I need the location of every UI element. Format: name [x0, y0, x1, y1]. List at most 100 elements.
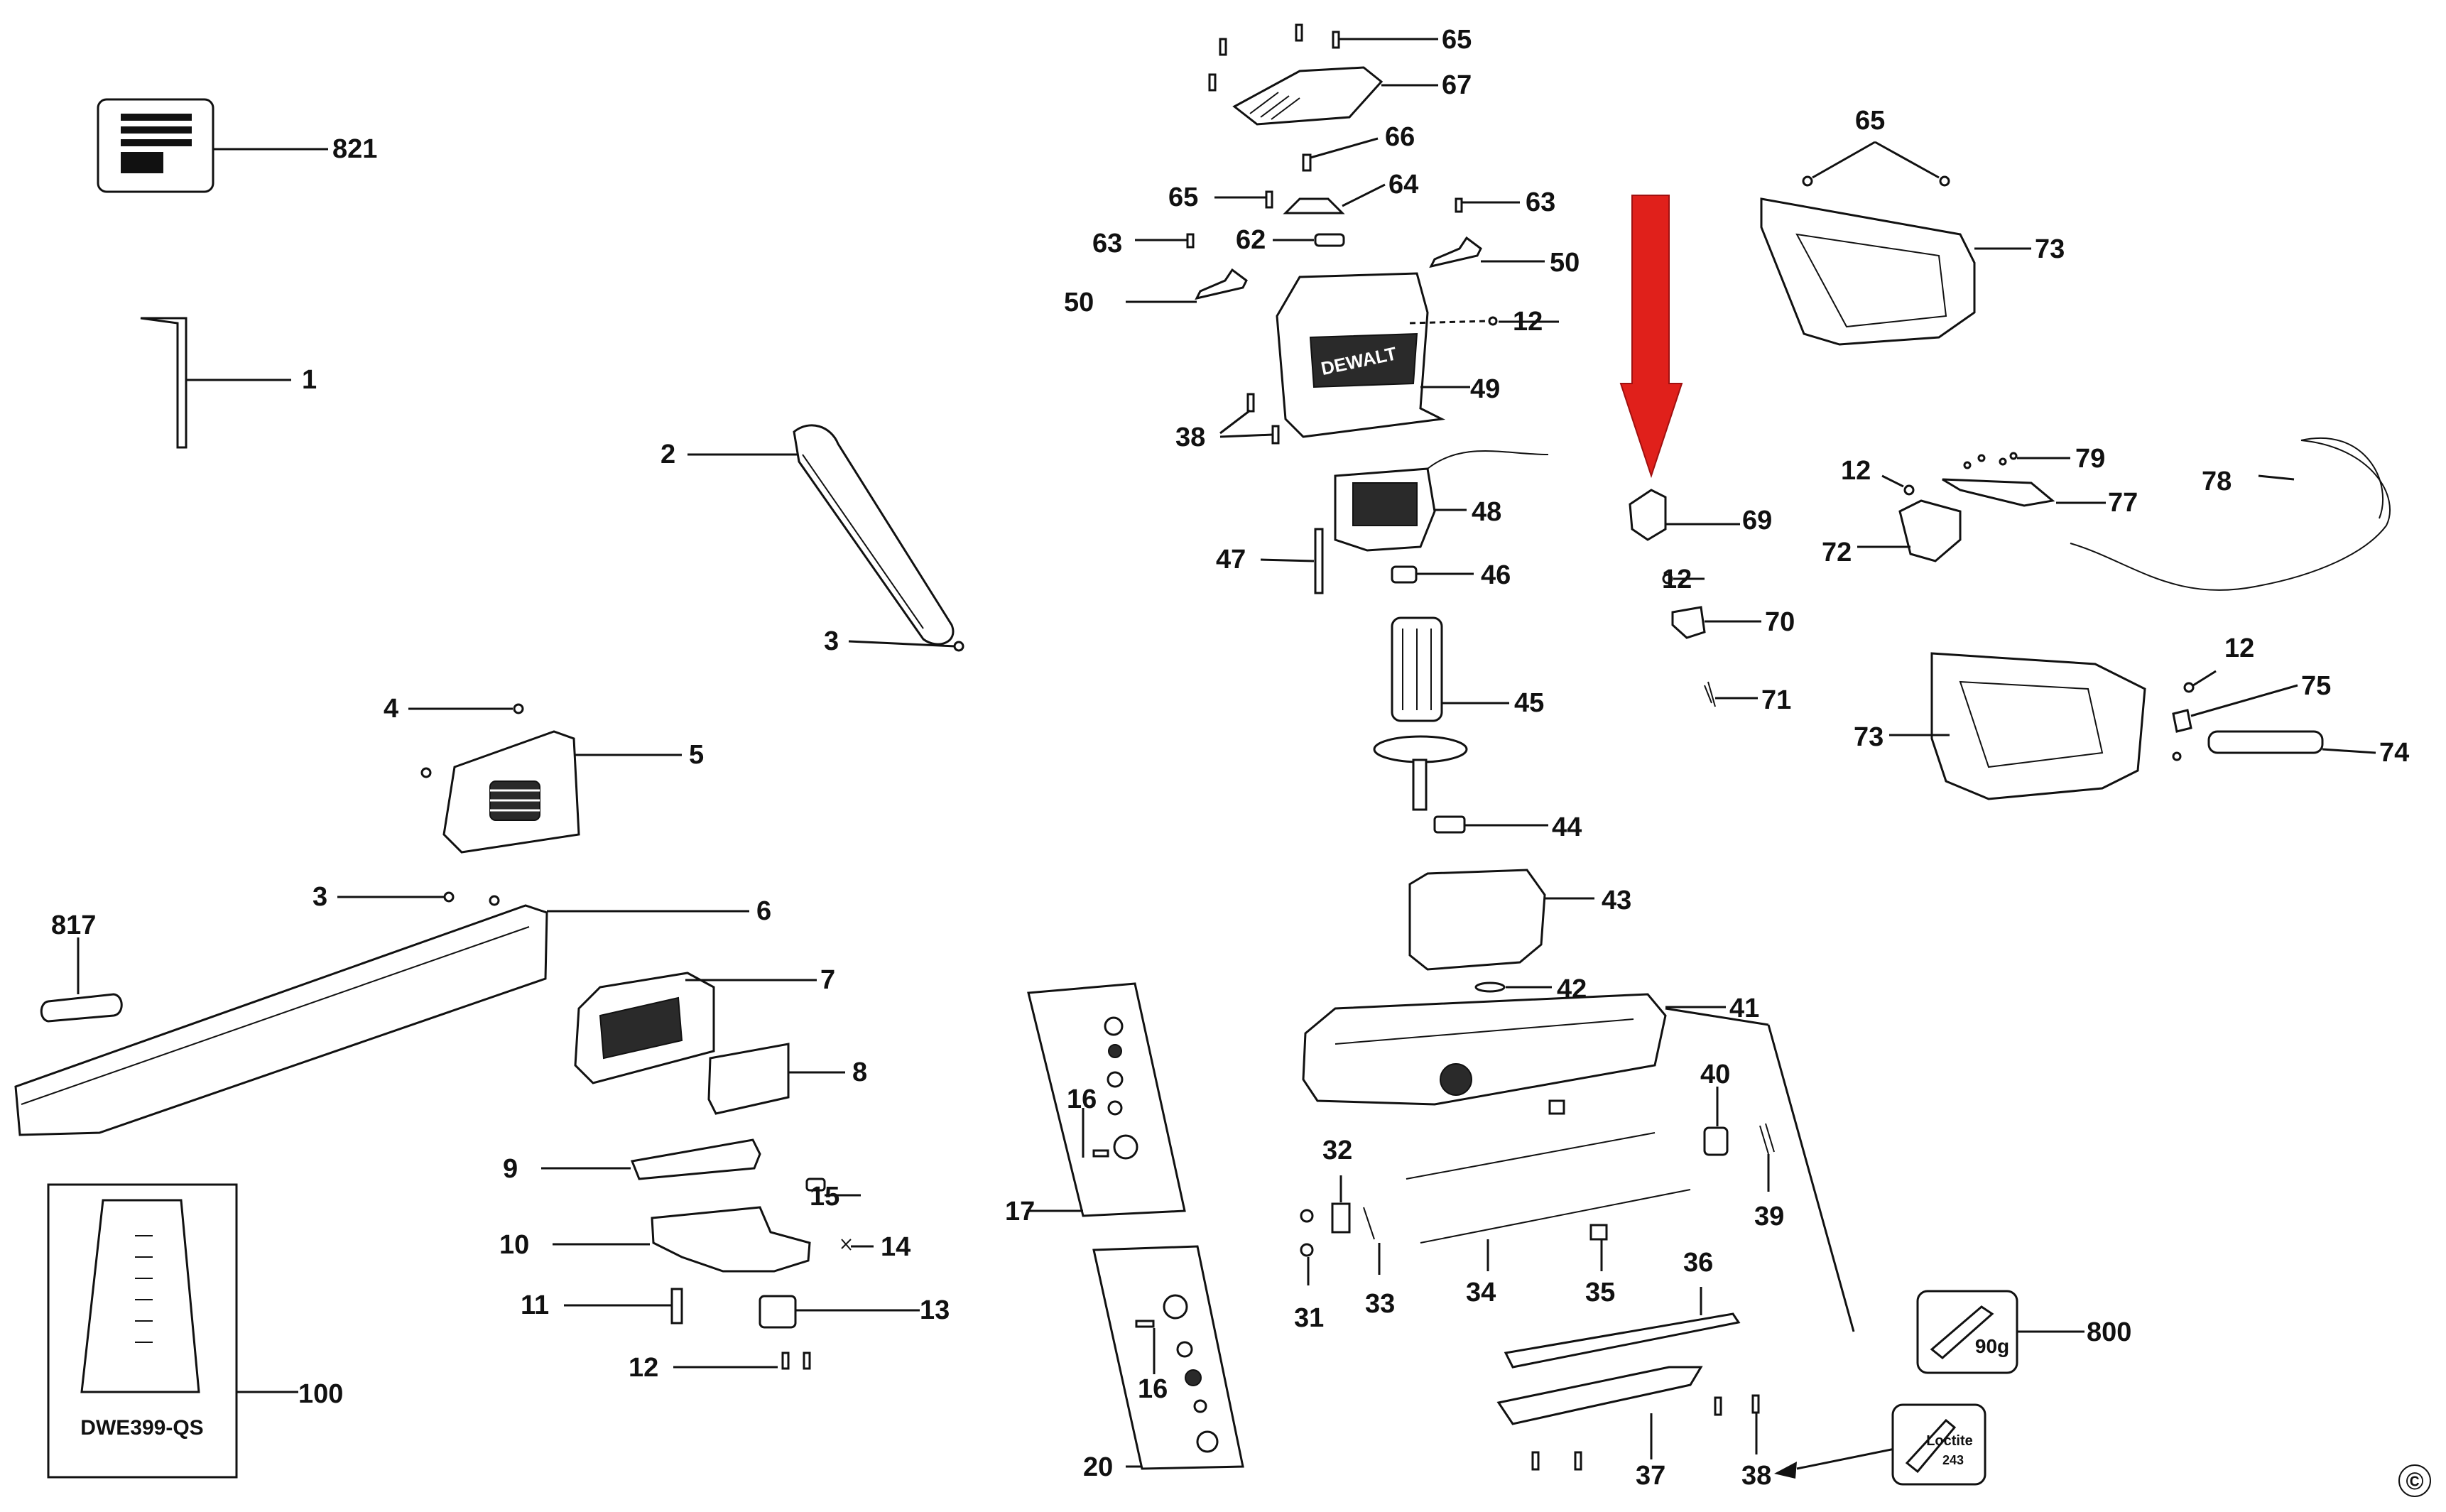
- gear-shafts-and-bits: [1300, 1087, 1775, 1285]
- part-label: 70: [1765, 607, 1795, 637]
- part-label: 73: [2035, 234, 2065, 264]
- part-label: 37: [1636, 1461, 1665, 1491]
- part-label: 50: [1550, 248, 1580, 278]
- part-label: 67: [1442, 70, 1472, 100]
- part-1-hex-key: [140, 317, 291, 449]
- part-label: 49: [1470, 374, 1500, 404]
- upper-center-hardware: [1126, 137, 1545, 303]
- part-label: 2: [661, 440, 675, 469]
- part-label: 43: [1602, 886, 1631, 915]
- part-label: 12: [1841, 456, 1871, 486]
- part-43-base-housing: [1408, 869, 1594, 971]
- lever-parts: [1629, 489, 1761, 707]
- part-label: 7: [820, 965, 835, 995]
- part-label: 10: [499, 1230, 529, 1260]
- part-label: 5: [689, 740, 704, 770]
- part-label: 12: [1513, 307, 1543, 337]
- part-label: 50: [1064, 288, 1094, 317]
- part-label: 16: [1067, 1084, 1097, 1114]
- copyright-mark: ©: [2398, 1464, 2431, 1497]
- part-73-lower-case: [1889, 652, 2376, 800]
- part-label: 72: [1822, 538, 1852, 567]
- part-label: 77: [2108, 488, 2138, 518]
- part-label: 44: [1552, 812, 1582, 842]
- part-label: 48: [1472, 497, 1501, 527]
- part-label: 31: [1294, 1303, 1324, 1333]
- part-label: 78: [2202, 467, 2232, 496]
- part-41-gearbox-housing: [1302, 981, 1855, 1332]
- part-label: 45: [1514, 688, 1544, 718]
- part-label: 14: [881, 1232, 911, 1262]
- loctite-box: Loctite 243: [1891, 1403, 1986, 1486]
- part-label: 35: [1585, 1278, 1615, 1307]
- part-label: 3: [824, 626, 839, 656]
- part-label: 62: [1236, 225, 1266, 255]
- part-label: 33: [1365, 1289, 1395, 1319]
- part-67-top-cover: [1208, 23, 1438, 126]
- highlight-arrow: [1619, 195, 1683, 479]
- part-label: 75: [2301, 671, 2331, 701]
- part-label: 65: [1855, 106, 1885, 136]
- part-10-support: [553, 1206, 811, 1273]
- part-number-labels: 1 2 3 3 4 5 6 7 8 9 10 11 12 12 12 12 12…: [51, 25, 2409, 1491]
- grease-weight: 90g: [1975, 1335, 2009, 1357]
- part-label: 800: [2087, 1317, 2131, 1347]
- part-label: 69: [1742, 506, 1772, 535]
- part-label: 47: [1216, 545, 1246, 575]
- part-label: 9: [503, 1154, 518, 1184]
- part-label: 100: [298, 1379, 343, 1409]
- part-label: 64: [1388, 170, 1418, 200]
- part-8-window: [707, 1043, 845, 1115]
- part-label: 40: [1700, 1060, 1730, 1089]
- part-label: 12: [629, 1353, 658, 1383]
- part-label: 36: [1683, 1248, 1713, 1278]
- part-49-motor-housing: DEWALT: [1219, 272, 1559, 445]
- part-label: 39: [1754, 1202, 1784, 1231]
- small-hardware-lower-left: [564, 1177, 920, 1370]
- part-label: 63: [1092, 229, 1122, 259]
- part-label: 13: [920, 1295, 950, 1325]
- part-label: 11: [521, 1290, 549, 1320]
- part-label: 4: [384, 694, 398, 724]
- part-label: 15: [810, 1182, 839, 1212]
- part-label: 63: [1526, 187, 1555, 217]
- part-label: 34: [1466, 1278, 1496, 1307]
- part-821-label-sticker: [97, 98, 328, 193]
- loctite-name: Loctite: [1926, 1433, 1973, 1449]
- part-label: 66: [1385, 122, 1415, 152]
- part-label: 16: [1138, 1374, 1168, 1404]
- part-73-upper-case: [1760, 141, 2031, 346]
- part-800-grease: 90g: [1916, 1290, 2084, 1374]
- switch-and-cable: [1857, 437, 2391, 591]
- part-label: 1: [302, 365, 317, 395]
- part-label: 38: [1741, 1461, 1771, 1491]
- part-label: 17: [1005, 1197, 1035, 1227]
- part-6-guide-rail: [14, 891, 749, 1136]
- model-code: DWE399-QS: [80, 1416, 203, 1440]
- part-20-panel: [1092, 1245, 1244, 1470]
- part-2-side-handle: [687, 424, 964, 652]
- part-17-panel: [1026, 982, 1186, 1217]
- part-label: 12: [1662, 565, 1692, 594]
- part-label: 6: [756, 896, 771, 926]
- part-label: 46: [1481, 560, 1511, 590]
- part-label: 65: [1168, 183, 1198, 212]
- part-label: 42: [1557, 974, 1587, 1004]
- part-label: 8: [852, 1057, 867, 1087]
- part-5-dust-port: [408, 703, 682, 854]
- part-label: 73: [1854, 722, 1884, 752]
- part-7-guard: [574, 972, 817, 1084]
- armature-assembly: [1260, 528, 1548, 834]
- part-100-manual-box: [47, 1183, 298, 1479]
- part-label: 20: [1083, 1452, 1113, 1482]
- part-48-field: [1334, 450, 1549, 552]
- part-label: 12: [2224, 633, 2254, 663]
- part-9-bracket: [541, 1138, 761, 1180]
- part-label: 79: [2075, 444, 2105, 474]
- part-label: 817: [51, 910, 96, 940]
- part-label: 32: [1322, 1136, 1352, 1165]
- part-label: 821: [332, 134, 377, 164]
- part-label: 71: [1761, 685, 1791, 715]
- part-label: 65: [1442, 25, 1472, 55]
